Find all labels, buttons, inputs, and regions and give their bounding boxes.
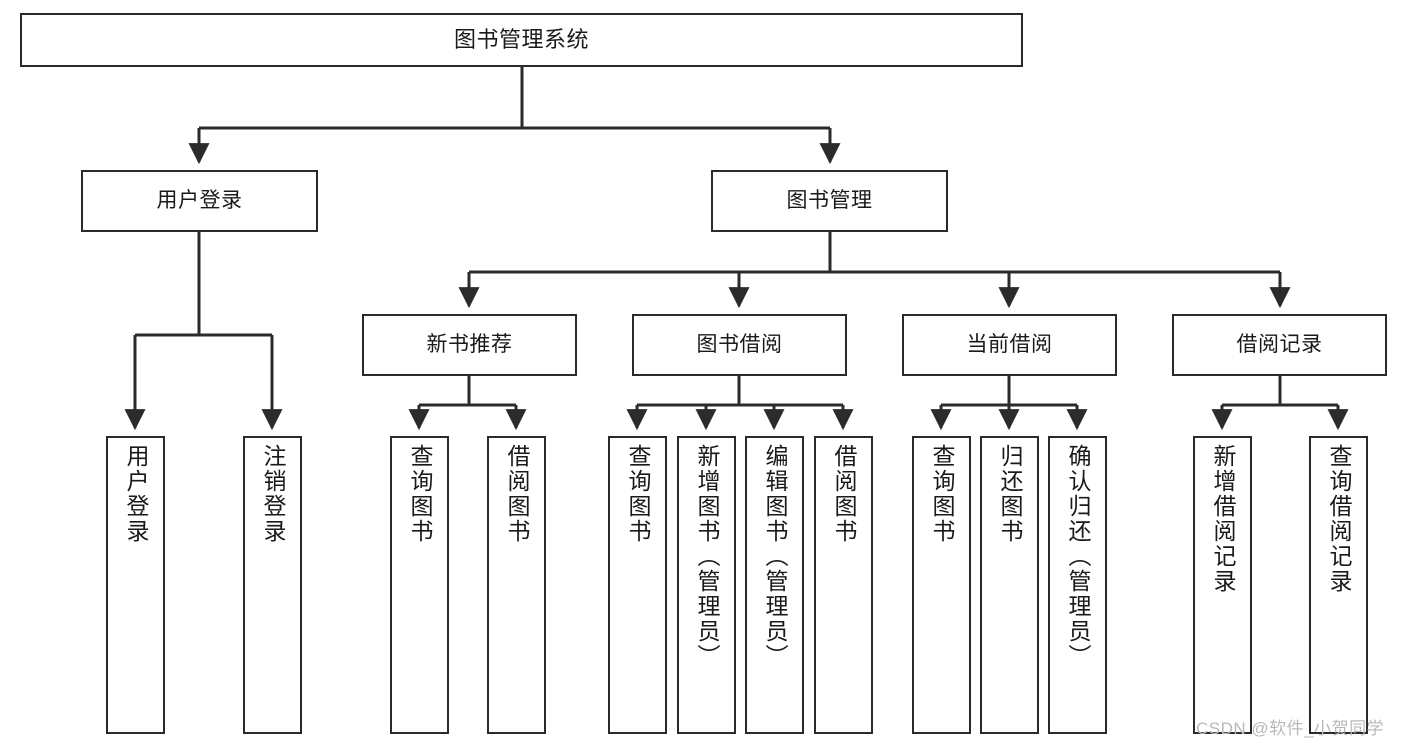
node-label: 查询图书 <box>625 444 651 544</box>
node-label: 新增借阅记录 <box>1210 444 1236 594</box>
node-label: 借阅图书 <box>504 444 530 544</box>
node-label: 当前借阅 <box>966 332 1053 356</box>
csdn-watermark: CSDN @软件_小贺同学 <box>1196 719 1385 738</box>
node-label: 查询借阅记录 <box>1326 444 1352 594</box>
leaf-newbook-borrow-book[interactable]: 借阅图书 <box>487 436 546 734</box>
node-label: 用户登录 <box>123 444 149 544</box>
node-current-borrowing[interactable]: 当前借阅 <box>902 314 1117 376</box>
node-label: 图书管理系统 <box>453 27 589 53</box>
node-label: 新增图书（管理员） <box>694 444 720 669</box>
leaf-user-login-signout[interactable]: 注销登录 <box>243 436 302 734</box>
node-label: 新书推荐 <box>426 332 513 356</box>
leaf-borrow-add-book-admin[interactable]: 新增图书（管理员） <box>677 436 736 734</box>
node-label: 图书借阅 <box>696 332 783 356</box>
node-user-login[interactable]: 用户登录 <box>81 170 318 232</box>
node-label: 用户登录 <box>156 188 243 212</box>
node-label: 注销登录 <box>260 444 286 544</box>
leaf-current-confirm-return-admin[interactable]: 确认归还（管理员） <box>1048 436 1107 734</box>
leaf-newbook-query-book[interactable]: 查询图书 <box>390 436 449 734</box>
node-label: 编辑图书（管理员） <box>762 444 788 669</box>
leaf-record-query-record[interactable]: 查询借阅记录 <box>1309 436 1368 734</box>
node-book-management[interactable]: 图书管理 <box>711 170 948 232</box>
node-new-book-recommendation[interactable]: 新书推荐 <box>362 314 577 376</box>
node-label: 借阅图书 <box>831 444 857 544</box>
leaf-current-query-book[interactable]: 查询图书 <box>912 436 971 734</box>
leaf-user-login-signin[interactable]: 用户登录 <box>106 436 165 734</box>
node-borrowing-records[interactable]: 借阅记录 <box>1172 314 1387 376</box>
node-label: 借阅记录 <box>1236 332 1323 356</box>
node-root-book-management-system[interactable]: 图书管理系统 <box>20 13 1023 67</box>
node-label: 查询图书 <box>407 444 433 544</box>
node-label: 图书管理 <box>786 188 873 212</box>
node-label: 归还图书 <box>997 444 1023 544</box>
leaf-borrow-borrow-book[interactable]: 借阅图书 <box>814 436 873 734</box>
leaf-borrow-query-book[interactable]: 查询图书 <box>608 436 667 734</box>
leaf-record-add-record[interactable]: 新增借阅记录 <box>1193 436 1252 734</box>
leaf-current-return-book[interactable]: 归还图书 <box>980 436 1039 734</box>
leaf-borrow-edit-book-admin[interactable]: 编辑图书（管理员） <box>745 436 804 734</box>
node-label: 查询图书 <box>929 444 955 544</box>
node-label: 确认归还（管理员） <box>1065 444 1091 669</box>
node-book-borrowing[interactable]: 图书借阅 <box>632 314 847 376</box>
